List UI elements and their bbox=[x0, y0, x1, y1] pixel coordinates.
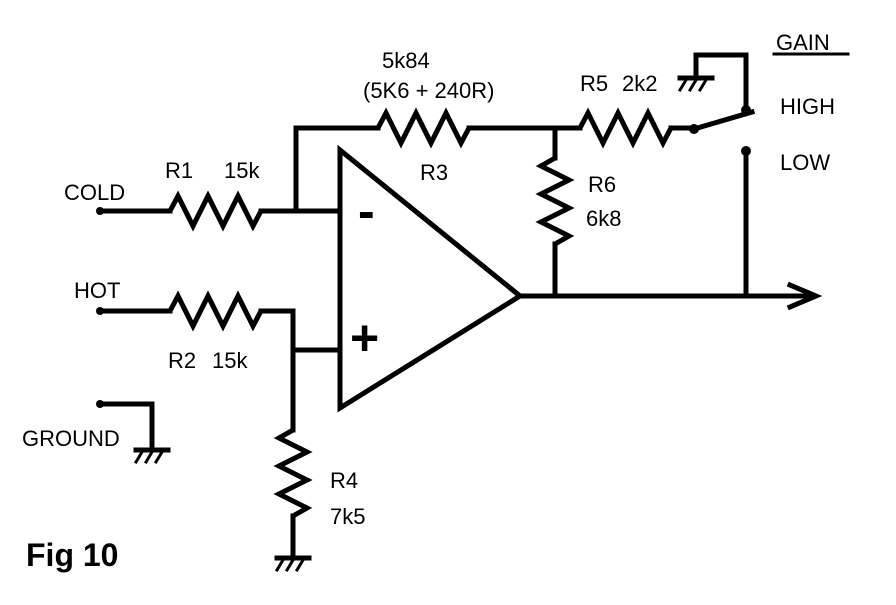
gain-low-label: LOW bbox=[780, 150, 830, 175]
r2-value: 15k bbox=[212, 348, 248, 373]
r4-value: 7k5 bbox=[330, 504, 365, 529]
r2-name: R2 bbox=[168, 348, 196, 373]
ground-label: GROUND bbox=[22, 426, 120, 451]
r6-name: R6 bbox=[588, 172, 616, 197]
switch-ground-icon bbox=[677, 75, 715, 93]
gain-high-label: HIGH bbox=[780, 94, 835, 119]
r3-resistor bbox=[375, 107, 472, 149]
r1-name: R1 bbox=[165, 158, 193, 183]
hot-label: HOT bbox=[74, 278, 120, 303]
ground-input-icon bbox=[133, 447, 171, 465]
r5-name: R5 bbox=[580, 71, 608, 96]
r3-name: R3 bbox=[420, 160, 448, 185]
r5-resistor bbox=[577, 107, 674, 149]
figure-label: Fig 10 bbox=[26, 537, 118, 573]
r6-resistor bbox=[535, 155, 575, 247]
switch-ground-wire bbox=[693, 52, 749, 113]
ground-input-wire bbox=[97, 401, 155, 451]
r5-value: 2k2 bbox=[622, 71, 657, 96]
r6-value: 6k8 bbox=[586, 206, 621, 231]
feedback-wire-left bbox=[293, 125, 381, 214]
switch-blade bbox=[690, 108, 756, 133]
r4-name: R4 bbox=[330, 468, 358, 493]
r3-note: (5K6 + 240R) bbox=[363, 78, 494, 103]
inverting-input-sign: - bbox=[358, 183, 375, 239]
opamp-triangle bbox=[337, 144, 525, 413]
r4-resistor bbox=[273, 427, 313, 519]
output-arrow-icon bbox=[786, 281, 823, 311]
cold-label: COLD bbox=[64, 180, 125, 205]
r2-resistor bbox=[167, 290, 264, 332]
r1-resistor bbox=[167, 190, 264, 232]
gain-title: GAIN bbox=[776, 30, 830, 55]
r1-value: 15k bbox=[224, 158, 260, 183]
r4-ground-icon bbox=[274, 555, 312, 573]
non-inverting-input-sign: + bbox=[350, 310, 379, 366]
r3-value: 5k84 bbox=[382, 48, 430, 73]
